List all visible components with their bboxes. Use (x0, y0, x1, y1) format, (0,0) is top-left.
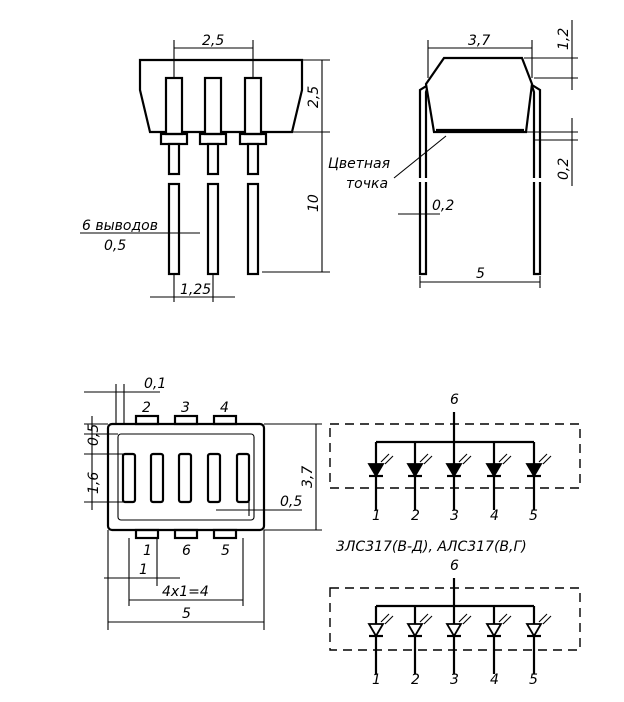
bottom-dim-01: 0,1 (144, 376, 166, 392)
front-pins-width: 0,5 (104, 238, 126, 254)
schematic-2-pin-3: 3 (450, 672, 459, 688)
schematic-2-pin-5: 5 (529, 672, 538, 688)
schematic-1: 6 1 2 3 4 5 (329, 392, 581, 524)
bottom-pin-top-4: 4 (220, 400, 229, 416)
led-diode-symbol (485, 442, 512, 510)
schematic-1-pin-2: 2 (411, 508, 420, 524)
schematic-2: 6 1 2 3 4 5 (329, 558, 581, 688)
led-diode-symbol (445, 442, 472, 510)
schematic-1-diodes (367, 442, 552, 510)
bottom-dim-5: 5 (182, 606, 191, 622)
front-leads (159, 76, 268, 276)
schematic-1-common-pin: 6 (450, 392, 459, 408)
side-view: 3,7 1,2 0,2 Цветная точка 0,2 5 (328, 20, 578, 288)
bottom-inner-body (117, 433, 255, 521)
schematic-1-pin-3: 3 (450, 508, 459, 524)
front-dim-height: 2,5 (306, 86, 322, 108)
bottom-pin-top-3: 3 (181, 400, 190, 416)
led-diode-symbol (445, 606, 472, 674)
schematic-2-diodes (367, 606, 552, 674)
schematic-2-pin-2: 2 (411, 672, 420, 688)
bottom-pads (134, 414, 238, 540)
bottom-pin-bottom-1: 1 (143, 543, 152, 559)
led-diode-symbol (485, 606, 512, 674)
led-diode-symbol (406, 606, 433, 674)
side-dim-right-top: 1,2 (556, 28, 572, 50)
schematic-2-common-pin: 6 (450, 558, 459, 574)
front-view: 2,5 2,5 10 6 выводов 0,5 1,25 (80, 33, 330, 302)
bottom-segments (121, 452, 251, 504)
led-diode-symbol (406, 442, 433, 510)
bottom-dim-05-left: 0,5 (86, 424, 102, 446)
schematic-1-pin-1: 1 (372, 508, 381, 524)
side-dim-top: 3,7 (468, 33, 490, 49)
front-dim-length: 10 (306, 194, 322, 212)
side-color-dot-line2: точка (346, 176, 388, 192)
side-dim-right-mid: 0,2 (556, 158, 572, 180)
front-dim-top: 2,5 (202, 33, 224, 49)
front-dim-pitch: 1,25 (180, 282, 211, 298)
bottom-pin-top-2: 2 (142, 400, 151, 416)
side-dim-bottom: 5 (476, 266, 485, 282)
schematic-1-pin-5: 5 (529, 508, 538, 524)
schematic-2-pin-4: 4 (490, 672, 499, 688)
bottom-dim-4x1: 4x1=4 (162, 584, 209, 600)
bottom-outer-body (106, 422, 266, 532)
bottom-pin-bottom-6: 6 (182, 543, 191, 559)
bottom-dim-05-right: 0,5 (280, 494, 302, 510)
schematic-caption: 3ЛС317(В-Д), АЛС317(В,Г) (336, 539, 527, 555)
bottom-dim-16: 1,6 (86, 472, 102, 494)
led-diode-symbol (525, 606, 552, 674)
led-diode-symbol (367, 606, 394, 674)
side-body (424, 56, 534, 134)
front-pins-label: 6 выводов (82, 218, 158, 234)
led-diode-symbol (525, 442, 552, 510)
bottom-view: 2 3 4 1 6 5 0,1 0,5 1,6 3,7 0,5 1 4x1=4 (84, 376, 322, 630)
bottom-pin-bottom-5: 5 (221, 543, 230, 559)
schematic-1-pin-4: 4 (490, 508, 499, 524)
side-dim-lead: 0,2 (432, 198, 454, 214)
bottom-dim-1: 1 (139, 562, 148, 578)
side-color-dot-line1: Цветная (328, 156, 390, 172)
schematic-2-pin-1: 1 (372, 672, 381, 688)
bottom-dim-37: 3,7 (300, 466, 316, 488)
led-diode-symbol (367, 442, 394, 510)
